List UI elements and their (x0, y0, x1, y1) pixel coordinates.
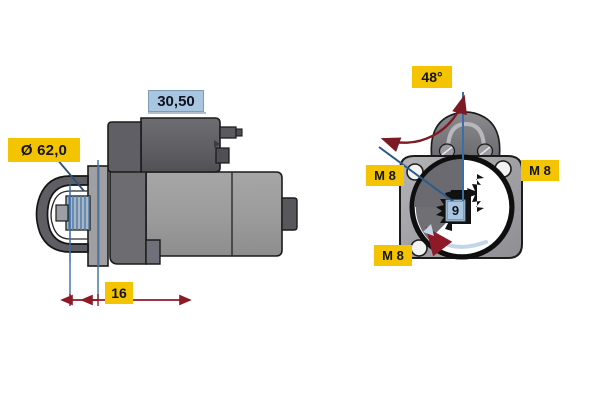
drive-end-bracket (35, 175, 89, 253)
solenoid-terminal-stud (219, 126, 237, 139)
rotation-arrow-head (423, 224, 434, 236)
callout-thread-left: M 8 (366, 165, 404, 186)
solenoid-notch (214, 140, 220, 148)
callout-solenoid-length: 30,50 (148, 90, 204, 112)
callout-pinion-offset: 16 (105, 282, 133, 304)
solenoid-body (140, 117, 221, 173)
solenoid-connector-tab (215, 147, 230, 164)
angled-reference-line (378, 146, 463, 209)
side-view-group (35, 112, 298, 306)
callout-mounting-angle: 48° (412, 66, 452, 88)
rear-terminal (281, 197, 298, 231)
drive-housing-step (145, 239, 161, 265)
solenoid-rear-block (107, 121, 142, 173)
drive-end-bracket-inner (50, 190, 89, 240)
callout-thread-right: M 8 (521, 160, 559, 181)
angle-arc (380, 94, 467, 152)
callout-flange-diameter: Ø 62,0 (8, 138, 80, 162)
pinion-gear (55, 195, 91, 231)
motor-body (145, 171, 283, 257)
diameter-leader-line (55, 157, 85, 192)
drive-housing (109, 163, 147, 265)
callout-thread-bottom: M 8 (374, 245, 412, 266)
callout-pinion-teeth: 9 (447, 201, 464, 220)
solenoid-terminal-tip (235, 128, 243, 137)
terminal-screw-right-slot (479, 146, 491, 156)
